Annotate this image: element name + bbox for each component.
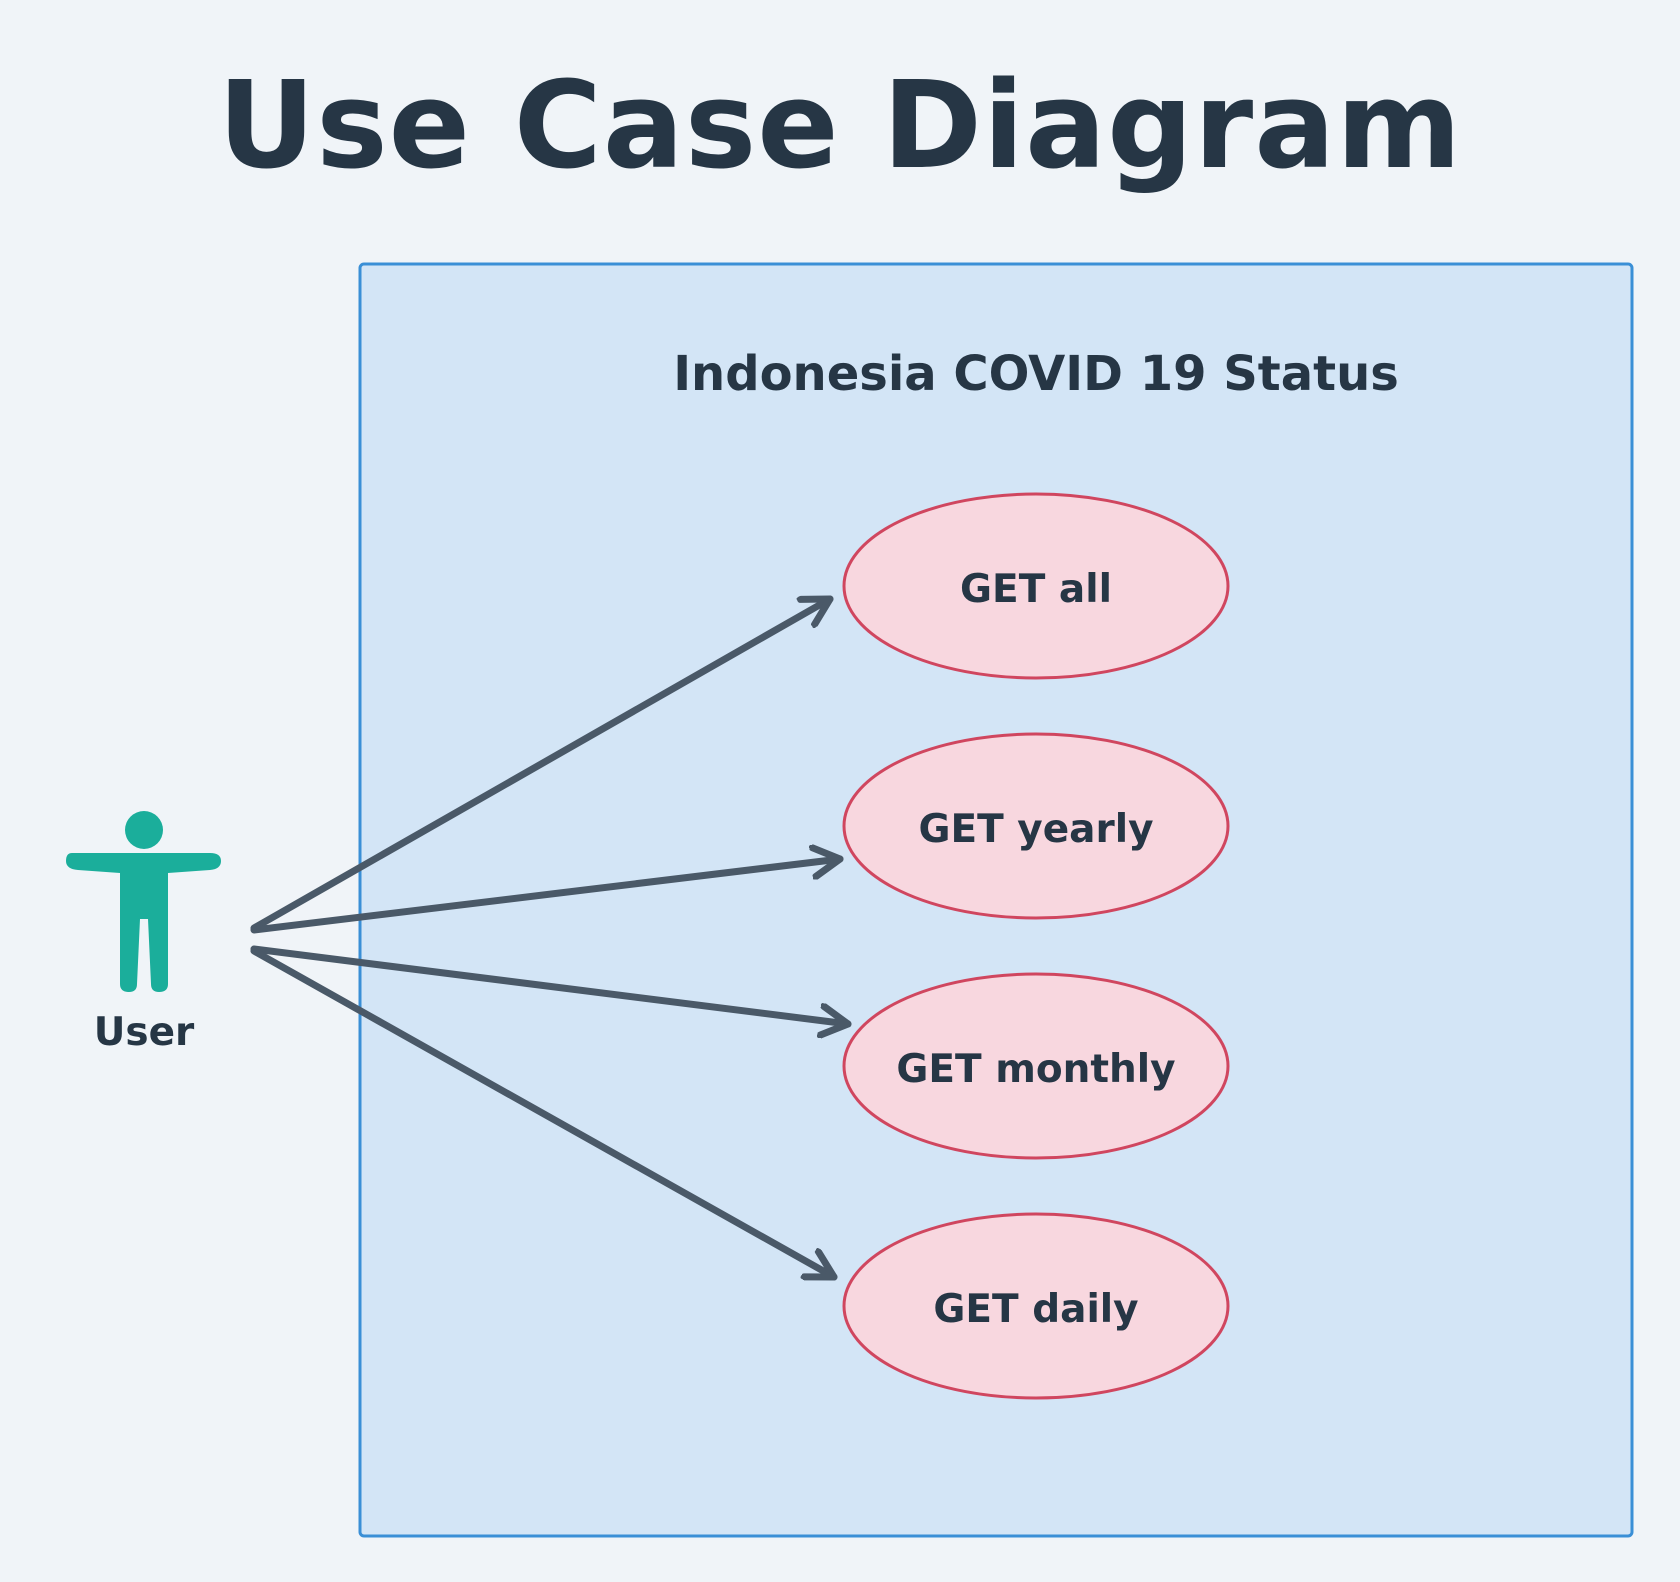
actor-user[interactable]: User	[66, 811, 221, 1055]
use-case-get-monthly[interactable]: GET monthly	[842, 972, 1230, 1160]
actor-label: User	[94, 1010, 195, 1055]
system-label: Indonesia COVID 19 Status	[673, 346, 1399, 402]
use-case-label: GET yearly	[918, 807, 1153, 852]
diagram-title: Use Case Diagram	[217, 57, 1463, 196]
association-arrow-get-all	[250, 595, 834, 932]
association-arrow-get-monthly	[250, 945, 852, 1024]
association-arrow-get-daily	[250, 947, 838, 1281]
associations	[250, 595, 852, 1281]
use-case-ellipse	[842, 492, 1230, 680]
use-case-get-yearly[interactable]: GET yearly	[842, 732, 1230, 920]
use-case-get-daily[interactable]: GET daily	[842, 1212, 1230, 1400]
use-case-label: GET monthly	[896, 1047, 1175, 1092]
person-icon	[66, 811, 221, 992]
use-case-label: GET daily	[933, 1287, 1138, 1332]
use-case-label: GET all	[960, 567, 1112, 612]
use-case-ellipse	[842, 1212, 1230, 1400]
use-case-get-all[interactable]: GET all	[842, 492, 1230, 680]
association-arrow-get-yearly	[250, 859, 844, 934]
use-case-ellipse	[842, 732, 1230, 920]
use-case-ellipse	[842, 972, 1230, 1160]
